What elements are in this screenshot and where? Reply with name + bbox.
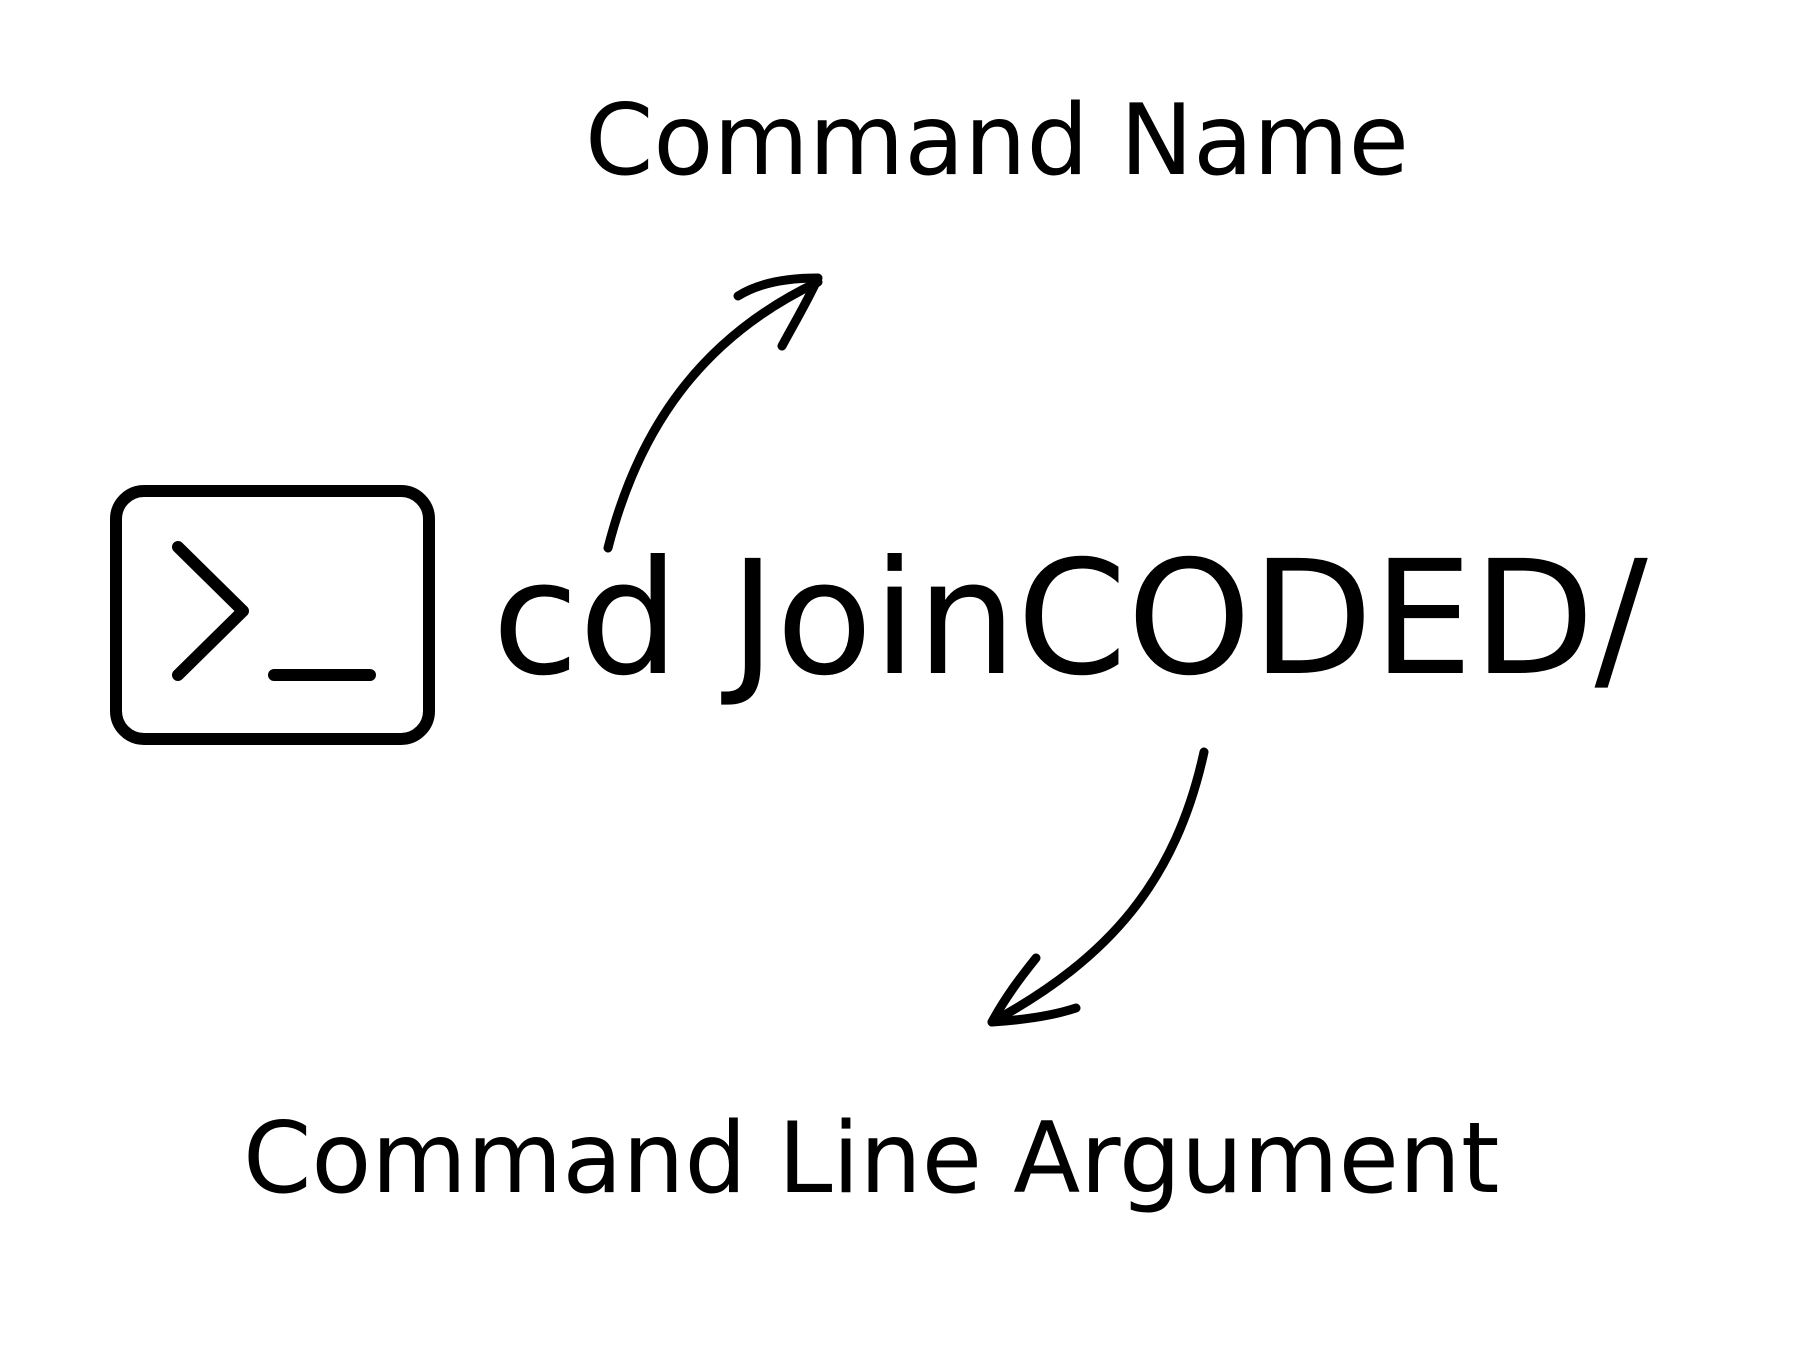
command-line-argument-arrowhead [987,953,1081,1027]
command-line-argument-arrow [987,747,1209,1027]
command-name-arrowhead [733,273,823,351]
command-line-argument-label: Command Line Argument [243,1102,1500,1216]
terminal-icon-prompt [172,541,249,681]
command-name-arrow [603,277,823,553]
command-name-label: Command Name [585,84,1409,198]
command-text: cd JoinCODED/ [492,527,1648,711]
terminal-icon-frame [110,485,435,745]
terminal-icon [110,485,435,745]
